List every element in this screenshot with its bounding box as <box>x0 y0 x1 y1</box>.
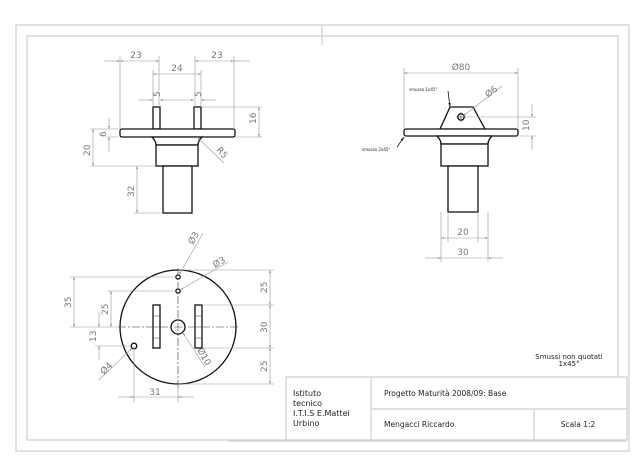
chamfer-note-line2: 1x45° <box>558 360 579 368</box>
school-line-1: Istituto <box>293 389 321 398</box>
dim-24: 24 <box>171 64 183 74</box>
side-view: Ø80 Ø6 10 20 30 smusso 1x45° smusso 2x45… <box>362 62 536 262</box>
dim-30-side: 30 <box>457 248 469 258</box>
chamfer-note-line1: Smussi non quotati <box>535 353 602 361</box>
dim-10: 10 <box>522 119 532 131</box>
dim-35: 35 <box>64 297 74 308</box>
front-view: 23 23 24 5 5 16 6 20 32 R5 <box>83 51 262 214</box>
scale-label: Scala 1:2 <box>561 420 596 429</box>
dim-30-top: 30 <box>260 321 270 333</box>
chamfer-label-flange: smusso 2x45° <box>362 147 390 152</box>
dim-25-top: 25 <box>260 282 270 293</box>
dim-20-side: 20 <box>457 228 469 238</box>
title-block: Istituto tecnico I.T.I.S E.Mattei Urbino… <box>228 376 628 442</box>
dim-32: 32 <box>127 186 137 197</box>
dim-25-left: 25 <box>101 304 111 315</box>
dim-r5: R5 <box>214 146 229 162</box>
school-line-4: Urbino <box>293 419 320 428</box>
dim-d4: Ø4 <box>98 360 115 377</box>
dim-25-bottom: 25 <box>260 361 270 372</box>
dim-5-right: 5 <box>194 91 204 97</box>
dim-d3-a: Ø3 <box>186 230 202 247</box>
school-line-2: tecnico <box>293 399 322 408</box>
dim-6: 6 <box>99 131 109 137</box>
dim-31: 31 <box>149 388 160 398</box>
author-name: Mengacci Riccardo <box>384 420 455 429</box>
dim-d3-b: Ø3 <box>211 255 228 271</box>
school-line-3: I.T.I.S E.Mattei <box>293 409 350 418</box>
project-title: Progetto Maturità 2008/09: Base <box>384 389 507 398</box>
dim-5-left: 5 <box>153 91 163 97</box>
dim-13: 13 <box>89 331 99 342</box>
top-view: Ø3 Ø3 Ø10 Ø4 35 25 13 31 25 30 25 <box>64 230 274 402</box>
dim-d80: Ø80 <box>452 62 471 73</box>
dim-23-right: 23 <box>211 51 222 61</box>
dim-20: 20 <box>83 144 93 156</box>
chamfer-label-top: smusso 1x45° <box>409 87 437 92</box>
dim-16: 16 <box>249 112 259 124</box>
dim-d6: Ø6 <box>483 84 500 101</box>
dim-23-left: 23 <box>130 51 141 61</box>
